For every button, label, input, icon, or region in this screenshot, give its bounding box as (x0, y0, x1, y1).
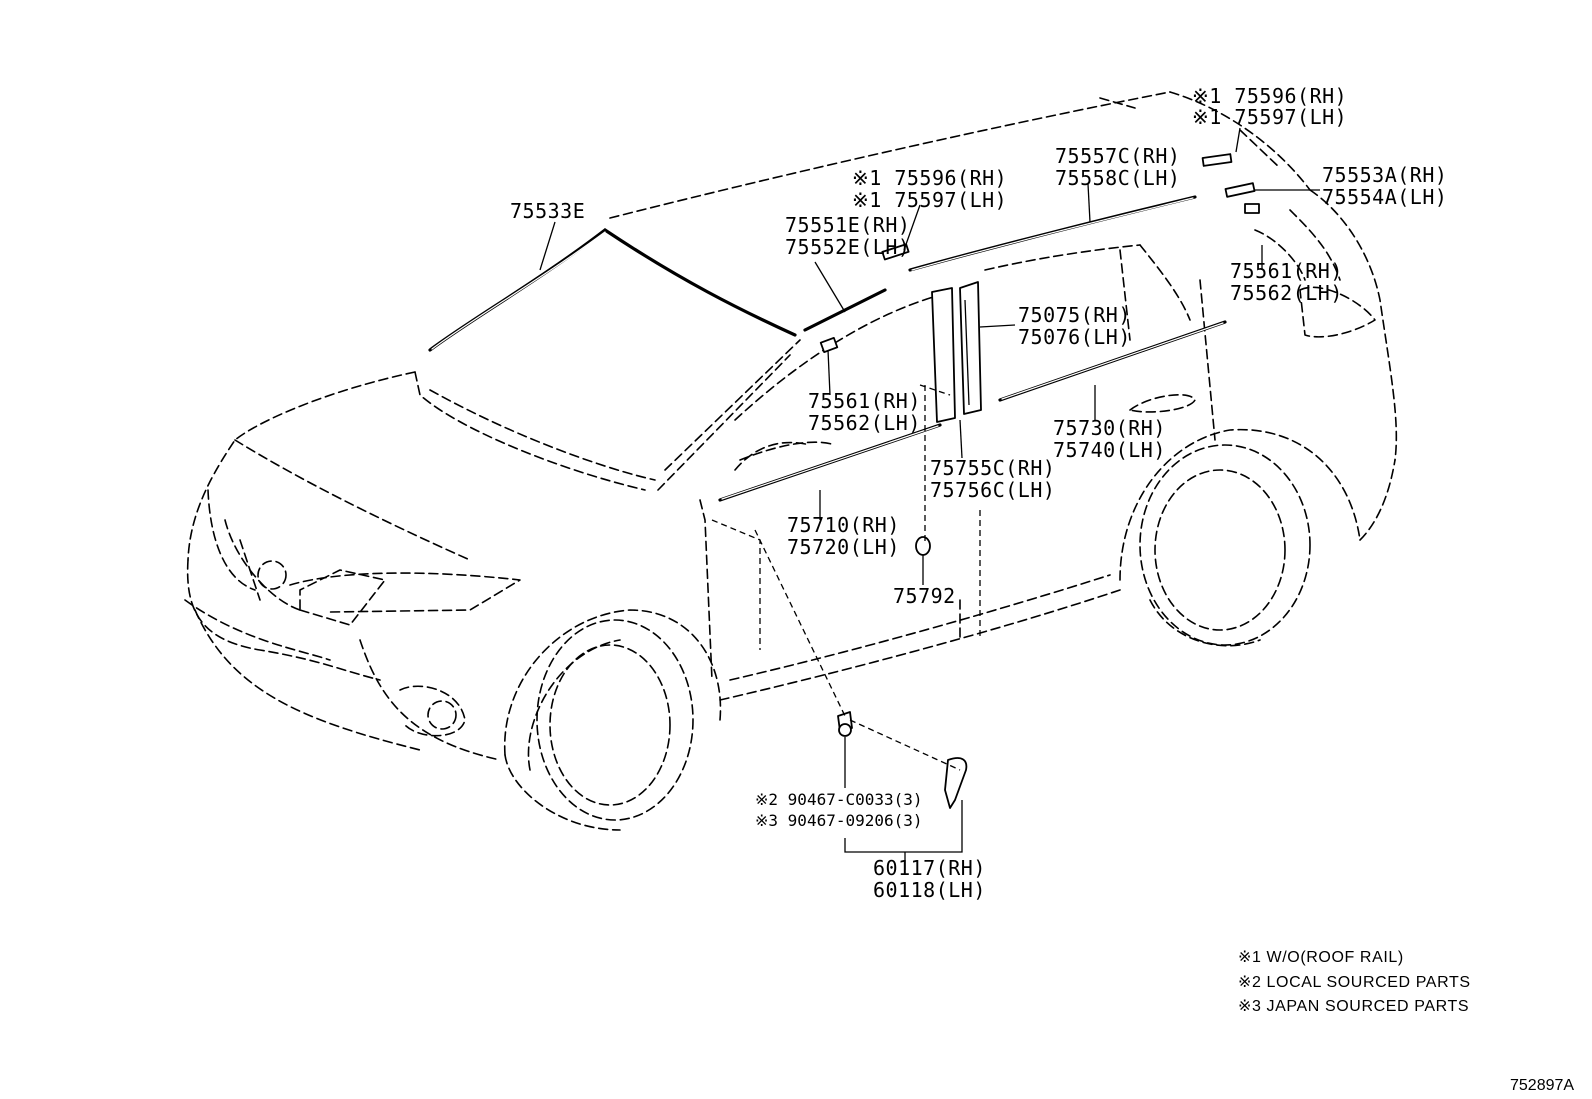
label-75552E: 75552E(LH) (785, 235, 910, 259)
label-75557C: 75557C(RH) (1055, 144, 1180, 168)
label-75551E: 75551E(RH) (785, 213, 910, 237)
roof-moulding-front (803, 288, 887, 332)
label-90467-c0033: ※2 90467-C0033(3) (755, 790, 923, 809)
label-75755C: 75755C(RH) (930, 456, 1055, 480)
car-outline (184, 91, 1398, 831)
label-75561-rh-front: 75561(RH) (808, 389, 921, 413)
label-60118: 60118(LH) (873, 878, 986, 902)
retainer-clip-rear (1244, 203, 1260, 214)
roof-clip-front (881, 243, 910, 261)
diagram-code: 752897A (1510, 1077, 1574, 1094)
roof-end-cap (1224, 182, 1256, 198)
label-60117: 60117(RH) (873, 856, 986, 880)
legend-notes: ※1 W/O(ROOF RAIL) ※2 LOCAL SOURCED PARTS… (1238, 949, 1471, 1015)
parts (428, 153, 1260, 809)
label-75076: 75076(LH) (1018, 325, 1131, 349)
label-75553A: 75553A(RH) (1322, 163, 1447, 187)
label-75562-lh-rear: 75562(LH) (1230, 281, 1343, 305)
clip-75792 (915, 536, 931, 556)
label-75596-rh-top: ※1 75596(RH) (1192, 84, 1347, 108)
mudguard (944, 757, 968, 809)
windshield-moulding (428, 228, 797, 352)
retainer-clip-front (819, 337, 839, 353)
label-75562-lh-front: 75562(LH) (808, 411, 921, 435)
leaders (539, 127, 1320, 870)
label-75710: 75710(RH) (787, 513, 900, 537)
label-75558C: 75558C(LH) (1055, 166, 1180, 190)
note-1: ※1 W/O(ROOF RAIL) (1238, 949, 1404, 966)
b-pillar-garnish-rear (959, 281, 982, 415)
label-75756C: 75756C(LH) (930, 478, 1055, 502)
part-labels: 75533E ※1 75596(RH) ※1 75597(LH) ※1 7559… (510, 84, 1447, 902)
label-90467-09206: ※3 90467-09206(3) (755, 811, 923, 830)
label-75561-rh-rear: 75561(RH) (1230, 259, 1343, 283)
label-75597-lh-mid: ※1 75597(LH) (852, 188, 1007, 212)
note-3: ※3 JAPAN SOURCED PARTS (1238, 998, 1469, 1015)
label-75075: 75075(RH) (1018, 303, 1131, 327)
label-75730: 75730(RH) (1053, 416, 1166, 440)
label-75596-rh-mid: ※1 75596(RH) (852, 166, 1007, 190)
note-2: ※2 LOCAL SOURCED PARTS (1238, 974, 1471, 991)
roof-clip-rear (1201, 153, 1233, 167)
label-75597-lh-top: ※1 75597(LH) (1192, 105, 1347, 129)
label-75533E: 75533E (510, 199, 585, 223)
b-pillar-garnish-front (931, 287, 956, 423)
label-75792: 75792 (893, 584, 956, 608)
label-75720: 75720(LH) (787, 535, 900, 559)
label-75554A: 75554A(LH) (1322, 185, 1447, 209)
label-75740: 75740(LH) (1053, 438, 1166, 462)
